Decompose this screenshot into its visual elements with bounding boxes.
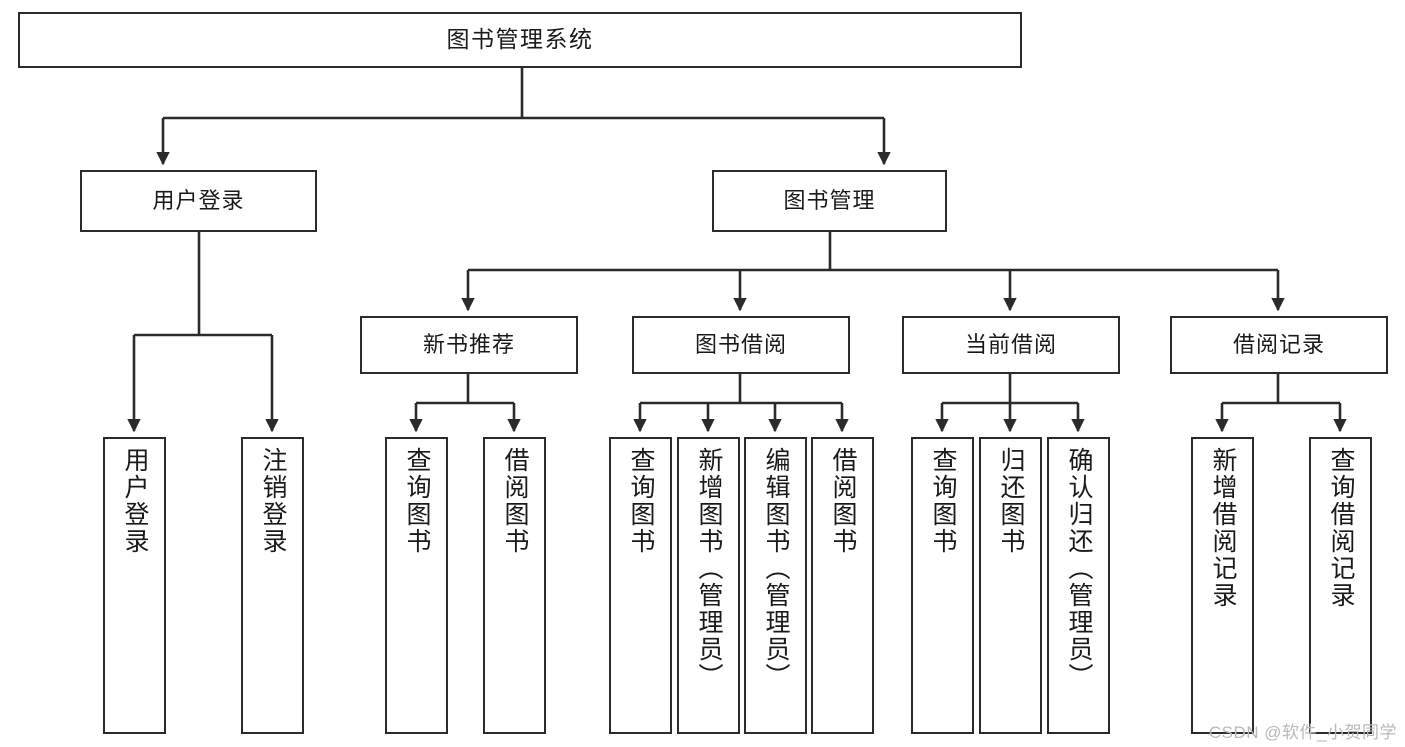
watermark: CSDN @软件_小贺同学: [1208, 723, 1397, 742]
node-user-login-label: 用户登录: [152, 188, 245, 214]
node-leaf-cur-return[interactable]: 归还图书: [979, 437, 1042, 734]
node-leaf-borrow-query[interactable]: 查询图书: [609, 437, 672, 734]
node-current-borrow[interactable]: 当前借阅: [902, 316, 1120, 374]
node-leaf-borrow-edit-label: 编辑图书（管理员）: [762, 447, 790, 690]
node-book-manage-label: 图书管理: [783, 188, 876, 214]
node-new-book-rec[interactable]: 新书推荐: [360, 316, 578, 374]
node-leaf-user-logout-label: 注销登录: [259, 447, 287, 555]
node-leaf-user-login-label: 用户登录: [121, 447, 149, 555]
node-leaf-user-logout[interactable]: 注销登录: [241, 437, 304, 734]
node-leaf-rec-search-label: 查询借阅记录: [1327, 447, 1355, 609]
node-root-label: 图书管理系统: [446, 26, 594, 53]
node-leaf-rec-query[interactable]: 查询图书: [385, 437, 448, 734]
node-current-borrow-label: 当前借阅: [964, 332, 1057, 358]
node-new-book-rec-label: 新书推荐: [422, 332, 515, 358]
node-leaf-rec-query-label: 查询图书: [403, 447, 431, 555]
node-root[interactable]: 图书管理系统: [18, 12, 1022, 68]
node-leaf-cur-confirm-label: 确认归还（管理员）: [1065, 447, 1093, 690]
node-borrow-record-label: 借阅记录: [1232, 332, 1325, 358]
node-leaf-cur-return-label: 归还图书: [997, 447, 1025, 555]
node-borrow-record[interactable]: 借阅记录: [1170, 316, 1388, 374]
node-leaf-borrow-take-label: 借阅图书: [829, 447, 857, 555]
node-leaf-cur-query-label: 查询图书: [929, 447, 957, 555]
node-leaf-borrow-add-label: 新增图书（管理员）: [695, 447, 723, 690]
node-leaf-cur-confirm[interactable]: 确认归还（管理员）: [1047, 437, 1110, 734]
node-leaf-rec-borrow[interactable]: 借阅图书: [483, 437, 546, 734]
node-book-borrow[interactable]: 图书借阅: [632, 316, 850, 374]
node-leaf-rec-add-label: 新增借阅记录: [1209, 447, 1237, 609]
node-book-borrow-label: 图书借阅: [694, 332, 787, 358]
node-leaf-borrow-take[interactable]: 借阅图书: [811, 437, 874, 734]
node-leaf-rec-search[interactable]: 查询借阅记录: [1309, 437, 1372, 734]
node-leaf-rec-add[interactable]: 新增借阅记录: [1191, 437, 1254, 734]
node-user-login[interactable]: 用户登录: [80, 170, 317, 232]
node-leaf-cur-query[interactable]: 查询图书: [911, 437, 974, 734]
node-leaf-borrow-add[interactable]: 新增图书（管理员）: [677, 437, 740, 734]
node-book-manage[interactable]: 图书管理: [712, 170, 947, 232]
node-leaf-borrow-query-label: 查询图书: [627, 447, 655, 555]
node-leaf-user-login[interactable]: 用户登录: [103, 437, 166, 734]
node-leaf-rec-borrow-label: 借阅图书: [501, 447, 529, 555]
node-leaf-borrow-edit[interactable]: 编辑图书（管理员）: [744, 437, 807, 734]
